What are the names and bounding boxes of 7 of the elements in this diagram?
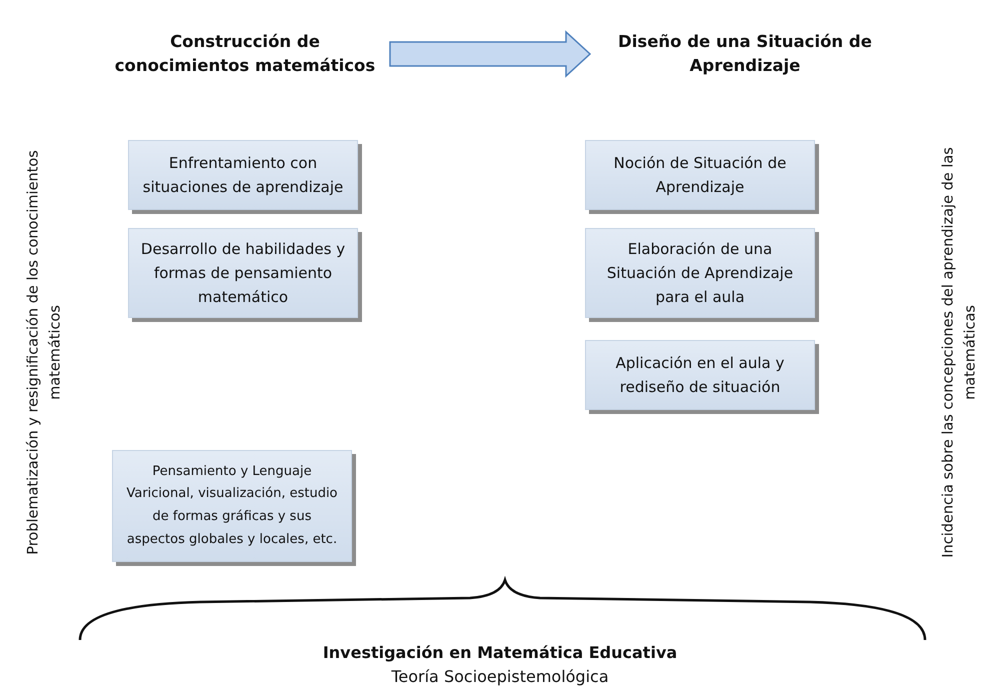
side-note: Problematización y resignificación de los conocimientos matemáticos <box>24 149 65 557</box>
heading-text: Diseño de una Situación de Aprendizaje <box>590 28 900 80</box>
side-note: Incidencia sobre las concepciones del aprendizaje de las matemáticas <box>940 146 980 560</box>
footer-text: Teoría Socioepistemológica <box>390 666 610 688</box>
footer-heading: Investigación en Matemática Educativa <box>322 642 678 664</box>
block-arrow <box>389 30 592 78</box>
heading-text: Construcción de conocimientos matemáticos <box>100 28 390 80</box>
